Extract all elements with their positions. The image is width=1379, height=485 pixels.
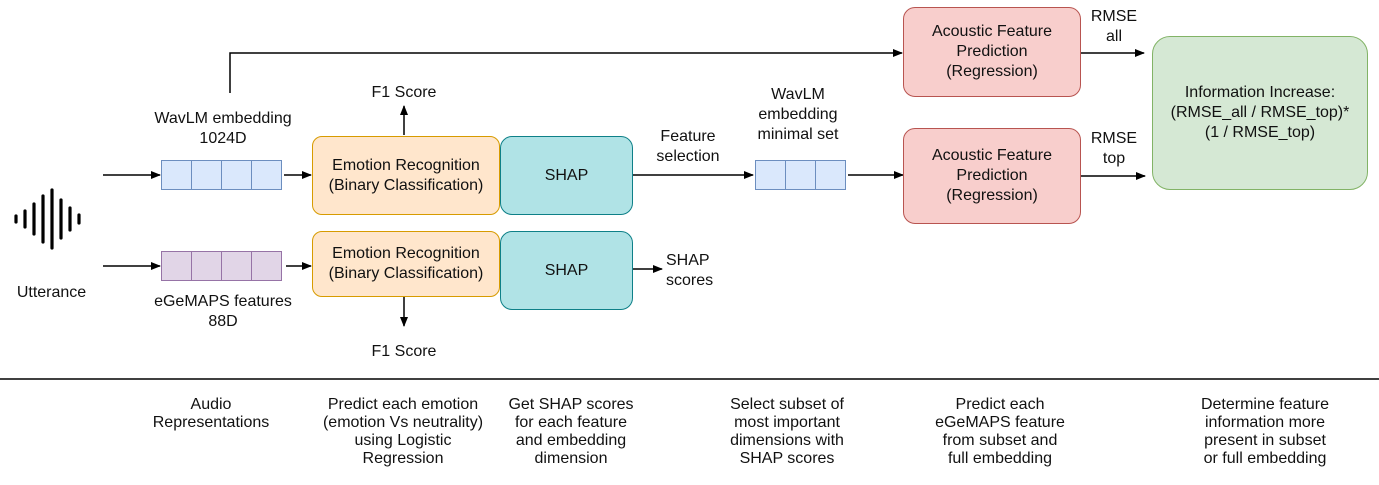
vector-cell [221,251,252,281]
utterance-label: Utterance [16,284,87,301]
f1-score-top: F1 Score [371,84,437,101]
vector-cell [161,160,192,190]
vector-cell [815,160,846,190]
minimal-set-vector [755,160,846,190]
egemaps-feature-vector [161,251,282,281]
information-increase-box: Information Increase: (RMSE_all / RMSE_t… [1152,36,1368,190]
vector-cell [251,160,282,190]
vector-cell [785,160,816,190]
f1-score-bottom: F1 Score [371,343,437,360]
vector-cell [755,160,786,190]
vector-cell [221,160,252,190]
step-description: Predict each emotion (emotion Vs neutral… [322,396,484,467]
rmse-all-label: RMSE all [1090,8,1138,45]
wavlm-embedding-vector [161,160,282,190]
waveform-icon [14,188,81,250]
shap-scores-label: SHAP scores [666,252,714,289]
edge-wavlm-to-regression-top [229,49,903,93]
egemaps-label: eGeMAPS features [154,293,292,310]
wavlm-dimension: 1024D [199,130,247,147]
step-description: Get SHAP scores for each feature and emb… [508,396,634,467]
egemaps-dimension: 88D [208,313,238,330]
acoustic-prediction-bottom: Acoustic Feature Prediction (Regression) [903,128,1081,224]
step-description: Audio Representations [152,396,270,431]
step-description: Select subset of most important dimensio… [730,396,844,467]
vector-cell [251,251,282,281]
rmse-top-label: RMSE top [1090,130,1138,167]
step-description: Predict each eGeMAPS feature from subset… [935,396,1065,467]
shap-box-top: SHAP [500,136,633,215]
vector-cell [191,160,222,190]
emotion-recognition-top: Emotion Recognition (Binary Classificati… [312,136,500,215]
feature-selection-label: Feature selection [656,128,720,165]
emotion-recognition-bottom: Emotion Recognition (Binary Classificati… [312,231,500,297]
acoustic-prediction-top: Acoustic Feature Prediction (Regression) [903,7,1081,97]
wavlm-label: WavLM embedding [154,110,292,127]
vector-cell [161,251,192,281]
shap-box-bottom: SHAP [500,231,633,310]
step-description: Determine feature information more prese… [1200,396,1330,467]
vector-cell [191,251,222,281]
minimal-set-label: WavLM embedding minimal set [757,86,839,143]
